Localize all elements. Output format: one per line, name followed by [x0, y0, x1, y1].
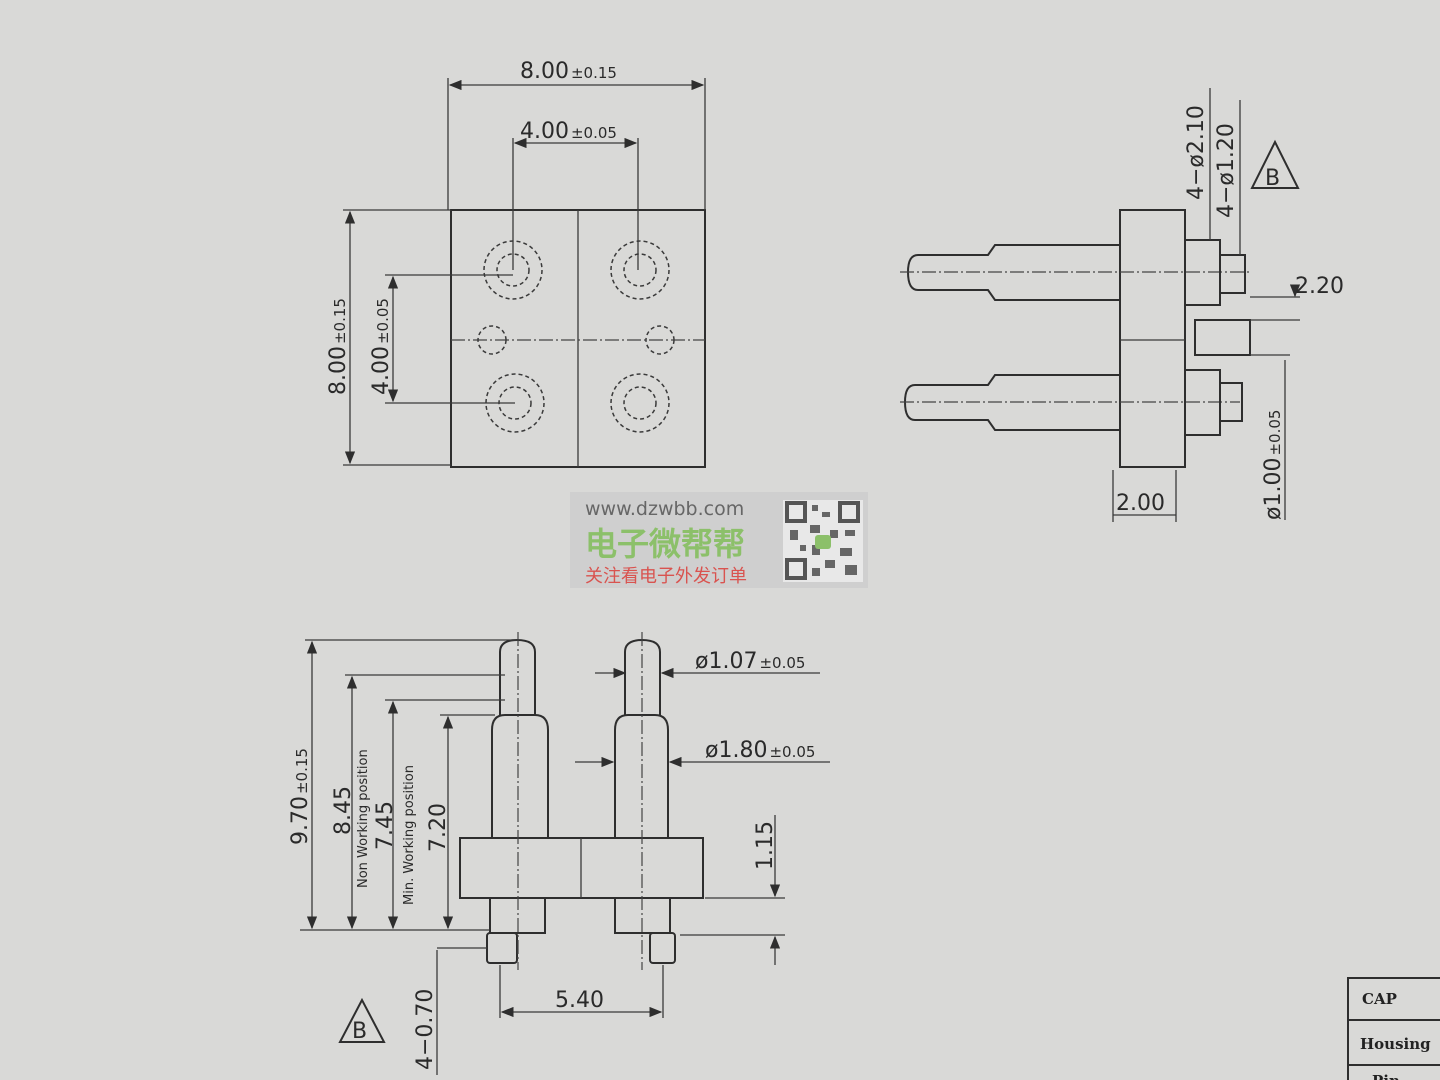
pitch-x-dim: 4.00±0.05: [520, 119, 617, 144]
title-block: CAP Housing Pin: [1347, 977, 1440, 1080]
dim-5-40: 5.40: [555, 988, 604, 1013]
pin-holes: [477, 240, 675, 433]
dim-0-70: 4−0.70: [413, 989, 438, 1070]
dimension-text: ±0.05: [571, 124, 617, 142]
title-row-cap: CAP: [1362, 990, 1397, 1008]
front-view: ø1.07±0.05 ø1.80±0.05 9.70±0.15 8.45 Non…: [288, 632, 830, 1075]
housing-side: [1119, 209, 1186, 468]
title-row-housing: Housing: [1360, 1035, 1431, 1053]
dimension-text: ±0.05: [1266, 410, 1284, 456]
datum-b-symbol: B: [338, 997, 386, 1044]
dimension-text: ±0.15: [571, 64, 617, 82]
dim-2-00: 2.00: [1116, 491, 1165, 516]
svg-text:关注看电子外发订单: 关注看电子外发订单: [585, 566, 747, 587]
min-working-label: Min. Working position: [402, 765, 417, 905]
dimension-text: ø1.80: [705, 738, 767, 763]
svg-text:www.dzwbb.com: www.dzwbb.com: [585, 498, 744, 520]
dimension-text: ø1.07: [695, 649, 757, 674]
min-working-dim: 7.45: [373, 801, 398, 850]
dimension-text: 4.00: [520, 119, 569, 144]
dim-7-20: 7.20: [426, 803, 451, 852]
svg-text:B: B: [352, 1019, 367, 1044]
dimension-text: ø1.00: [1261, 458, 1286, 520]
non-working-label: Non Working position: [356, 749, 371, 888]
top-view: 8.00±0.15 4.00±0.05 8.00±0.15 4.00±0.05: [326, 59, 706, 468]
tip-dia-dim: ø1.07±0.05: [695, 649, 805, 674]
dim-1-15: 1.15: [753, 821, 778, 870]
dimension-text: ±0.15: [293, 748, 311, 794]
dimension-text: ±0.05: [759, 654, 805, 672]
dim-2-20: 2.20: [1295, 274, 1344, 299]
width-dim: 8.00±0.15: [520, 59, 617, 84]
pin-dia-dim: ø1.00 ±0.05: [1261, 410, 1286, 520]
pitch-y-dim: 4.00 ±0.05: [369, 298, 394, 395]
qr-code-icon: [783, 500, 863, 582]
dimension-text: 9.70: [288, 796, 313, 845]
non-working-dim: 8.45: [331, 786, 356, 835]
dimension-text: ±0.05: [769, 743, 815, 761]
watermark: www.dzwbb.com 电子微帮帮 关注看电子外发订单: [570, 492, 868, 588]
side-view: 4−ø2.10 4−ø1.20 B 2.20 ø1.00 ±0.05 2.00: [900, 88, 1344, 522]
dimension-text: 4.00: [369, 346, 394, 395]
dimension-text: ±0.15: [331, 298, 349, 344]
dimension-text: 8.00: [520, 59, 569, 84]
svg-text:电子微帮帮: 电子微帮帮: [585, 525, 745, 563]
title-row-pin: Pin: [1372, 1072, 1400, 1080]
height-dim: 8.00 ±0.15: [326, 298, 351, 395]
barrel-dia-dim: ø1.80±0.05: [705, 738, 815, 763]
datum-b-symbol: B: [1250, 139, 1300, 191]
total-height-dim: 9.70 ±0.15: [288, 748, 313, 845]
dimension-text: 8.00: [326, 346, 351, 395]
hole-small-label: 4−ø1.20: [1214, 123, 1239, 218]
svg-text:B: B: [1265, 166, 1280, 191]
dimension-text: ±0.05: [374, 298, 392, 344]
hole-large-label: 4−ø2.10: [1184, 105, 1209, 200]
